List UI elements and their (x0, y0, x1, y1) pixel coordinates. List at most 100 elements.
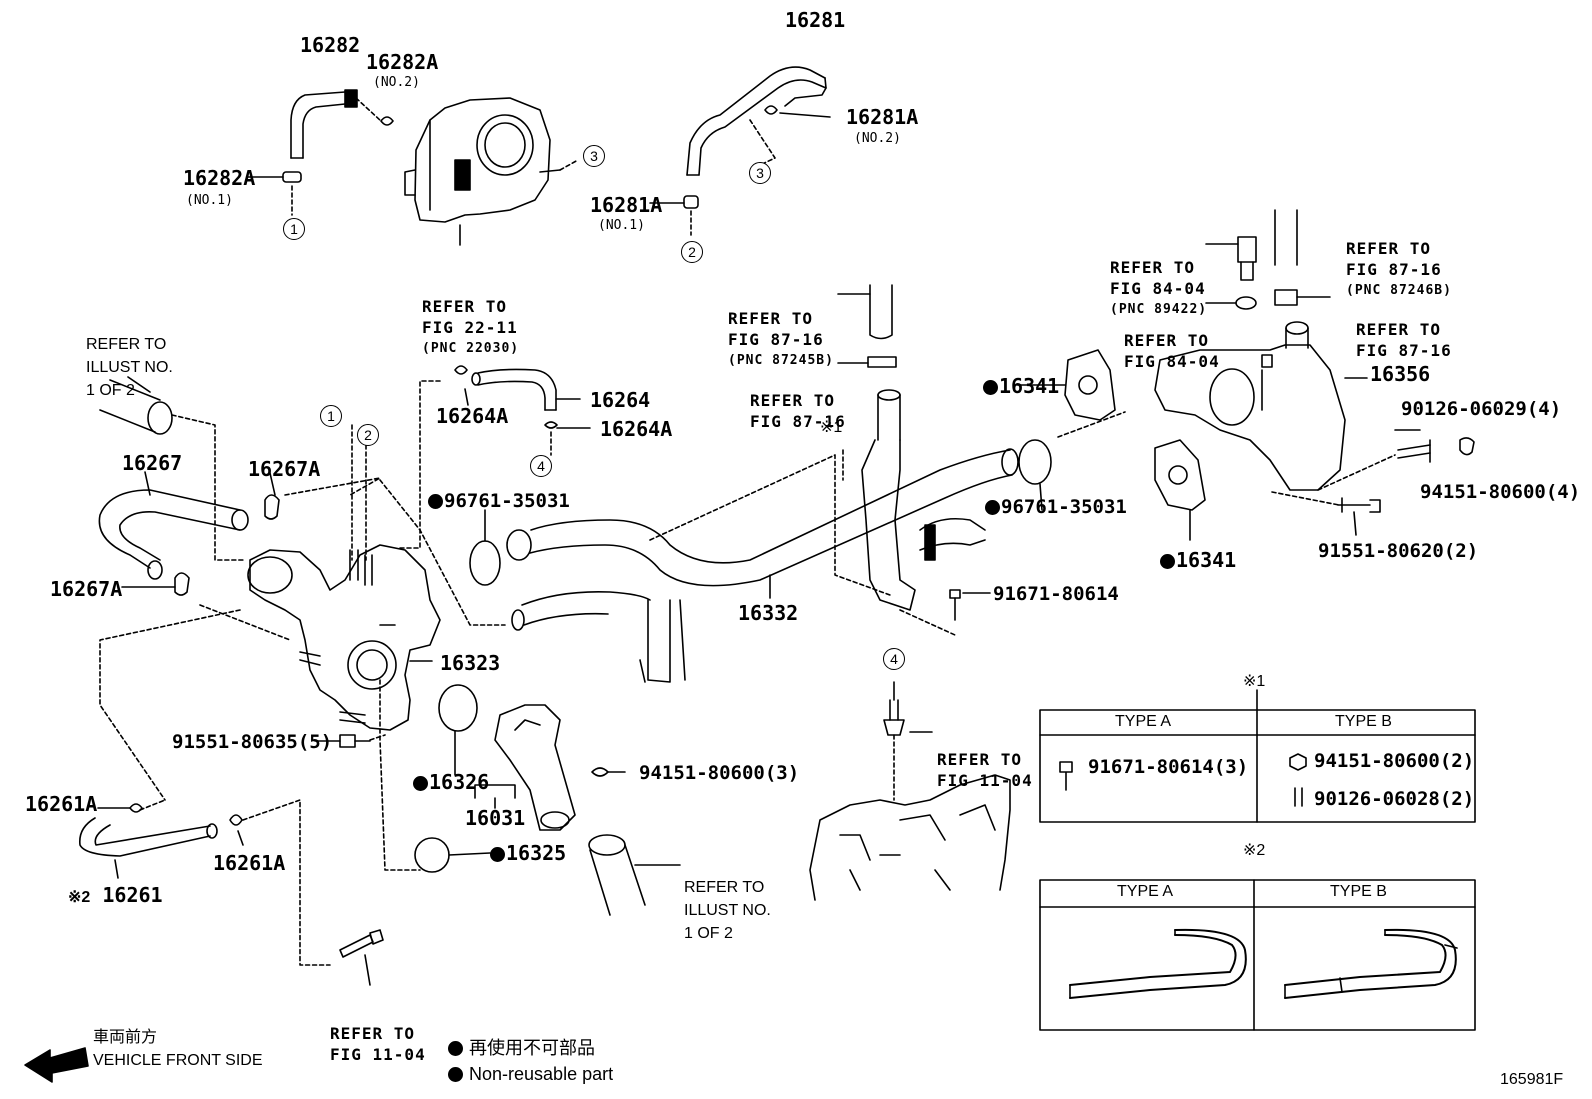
part-16281A-no1[interactable]: 16281A (590, 193, 663, 217)
non-reusable-dot (448, 1041, 463, 1056)
part-16281[interactable]: 16281 (785, 8, 846, 32)
mark-1-label: ※1 (820, 419, 843, 436)
part-16267A-b[interactable]: 16267A (50, 577, 123, 601)
callout-2-top: 2 (681, 241, 703, 263)
non-reusable-en: Non-reusable part (448, 1065, 613, 1083)
part-94151-80600-4[interactable]: 94151-80600(4) (1420, 481, 1581, 503)
gasket-16341-upper (1064, 349, 1116, 421)
table2-mark: ※2 (1243, 842, 1266, 859)
non-reusable-dot (983, 380, 998, 395)
non-reusable-dot (448, 1067, 463, 1082)
part-16031[interactable]: 16031 (465, 806, 526, 830)
bolt-91671-80614 (949, 589, 961, 621)
gasket-16341-lower (1154, 439, 1206, 511)
part-16282A-no1[interactable]: 16282A (183, 166, 256, 190)
table2-header-type-a: TYPE A (1117, 883, 1174, 900)
bolt-refer-11-04 (339, 929, 384, 958)
part-91551-80635[interactable]: 91551-80635(5) (172, 731, 333, 753)
engine-block-ref (809, 699, 1011, 901)
part-16325[interactable]: 16325 (490, 843, 566, 863)
part-16356[interactable]: 16356 (1370, 362, 1431, 386)
clamp-16282A-no2 (380, 116, 394, 126)
table1-header-type-b: TYPE B (1335, 713, 1392, 730)
clamp-16281A-no2 (764, 105, 778, 115)
part-16261[interactable]: ※2 16261 (68, 883, 163, 907)
thermostat-housing-16031 (494, 704, 576, 831)
table2-header-type-b: TYPE B (1330, 883, 1387, 900)
non-reusable-dot (1160, 554, 1175, 569)
front-side-jp: 車両前方 (93, 1029, 158, 1046)
part-91671-80614[interactable]: 91671-80614 (993, 583, 1119, 605)
non-reusable-dot (985, 500, 1000, 515)
sensor-89422 (1237, 236, 1257, 281)
hose-16264 (471, 368, 557, 411)
non-reusable-jp: 再使用不可部品 (448, 1039, 595, 1057)
part-16267[interactable]: 16267 (122, 451, 183, 475)
table1-stud-icon (1294, 787, 1303, 807)
part-90126-06029[interactable]: 90126-06029(4) (1401, 398, 1562, 420)
part-16281A-no2[interactable]: 16281A (846, 105, 919, 129)
o-ring-16325 (414, 837, 450, 873)
part-16282A-no2-sub: (NO.2) (373, 75, 420, 90)
table-1-frame (1039, 689, 1476, 823)
part-94151-80600-3[interactable]: 94151-80600(3) (639, 762, 800, 784)
part-16341-upper[interactable]: 16341 (983, 376, 1059, 396)
hose-16281 (686, 66, 827, 176)
table1-type-a-item[interactable]: 91671-80614(3) (1088, 756, 1249, 778)
front-side-en: VEHICLE FRONT SIDE (93, 1052, 263, 1069)
callout-1-left: 1 (283, 218, 305, 240)
callout-2-mid: 2 (357, 424, 379, 446)
part-16323[interactable]: 16323 (440, 651, 501, 675)
part-96761-35031-b[interactable]: 96761-35031 (985, 498, 1127, 517)
table-2-frame (1039, 879, 1476, 1031)
part-16264A-a[interactable]: 16264A (436, 404, 509, 428)
part-16282[interactable]: 16282 (300, 33, 361, 57)
part-16264A-b[interactable]: 16264A (600, 417, 673, 441)
table1-type-b-item1[interactable]: 94151-80600(2) (1314, 750, 1475, 772)
clamp-16282A-no1 (282, 171, 302, 183)
bolt-91551-80635 (339, 734, 371, 748)
part-16281A-no1-sub: (NO.1) (598, 218, 645, 233)
non-reusable-dot (413, 776, 428, 791)
callout-1-mid: 1 (320, 405, 342, 427)
part-16261A-a[interactable]: 16261A (25, 792, 98, 816)
part-16261A-b[interactable]: 16261A (213, 851, 286, 875)
throttle-body (404, 97, 561, 223)
table1-bolt-icon (1059, 761, 1073, 791)
part-16264[interactable]: 16264 (590, 388, 651, 412)
hose-16267 (98, 489, 249, 580)
clamp-16281A-no1 (683, 195, 699, 209)
o-ring-96761-a (469, 540, 501, 586)
o-ring-96761-b (1018, 439, 1052, 485)
hose-16282 (290, 89, 358, 159)
part-16282A-no2[interactable]: 16282A (366, 50, 439, 74)
front-arrow-icon (24, 1047, 89, 1083)
callout-4-right: 4 (883, 648, 905, 670)
part-16282A-no1-sub: (NO.1) (186, 193, 233, 208)
hose-16261 (78, 817, 218, 857)
pipe-left-ref (99, 379, 173, 435)
callout-3-top: 3 (583, 145, 605, 167)
part-16332[interactable]: 16332 (738, 601, 799, 625)
figure-id: 165981F (1500, 1071, 1564, 1088)
table1-type-b-item2[interactable]: 90126-06028(2) (1314, 788, 1475, 810)
callout-3-right: 3 (749, 162, 771, 184)
part-16326[interactable]: 16326 (413, 772, 489, 792)
part-96761-35031-a[interactable]: 96761-35031 (428, 492, 570, 511)
part-91551-80620[interactable]: 91551-80620(2) (1318, 540, 1479, 562)
part-16267A-a[interactable]: 16267A (248, 457, 321, 481)
table1-nut-icon (1289, 753, 1307, 771)
part-16341-lower[interactable]: 16341 (1160, 550, 1236, 570)
